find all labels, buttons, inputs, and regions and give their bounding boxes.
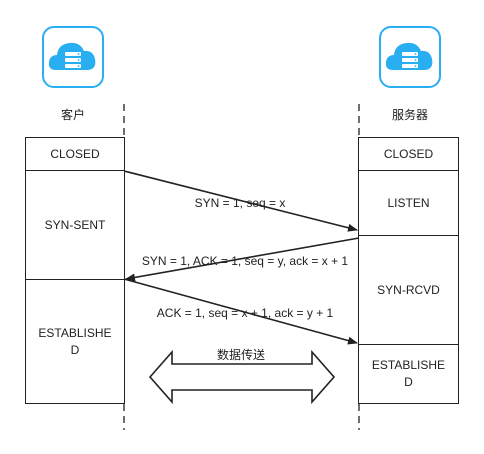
server-state-listen: LISTEN [358,170,459,236]
data-transfer-label: 数据传送 [216,348,265,362]
client-cloud-server-icon [42,26,104,88]
data-transfer-double-arrow [148,349,336,405]
server-state-established: ESTABLISHE D [358,344,459,404]
client-label: 客户 [60,108,85,122]
server-state-syn-rcvd: SYN-RCVD [358,235,459,345]
message-syn-ack-label: SYN = 1, ACK = 1, seq = y, ack = x + 1 [141,254,349,268]
server-state-closed: CLOSED [358,137,459,171]
server-label: 服务器 [391,108,428,122]
message-syn-label: SYN = 1, seq = x [194,196,286,210]
client-state-established: ESTABLISHE D [25,279,125,404]
client-state-closed: CLOSED [25,137,125,171]
arrow-syn [123,170,358,232]
server-cloud-server-icon [379,26,441,88]
arrow-syn-ack [125,237,360,282]
client-state-syn-sent: SYN-SENT [25,170,125,280]
message-ack-label: ACK = 1, seq = x + 1, ack = y + 1 [156,306,334,320]
arrow-ack [123,278,358,345]
